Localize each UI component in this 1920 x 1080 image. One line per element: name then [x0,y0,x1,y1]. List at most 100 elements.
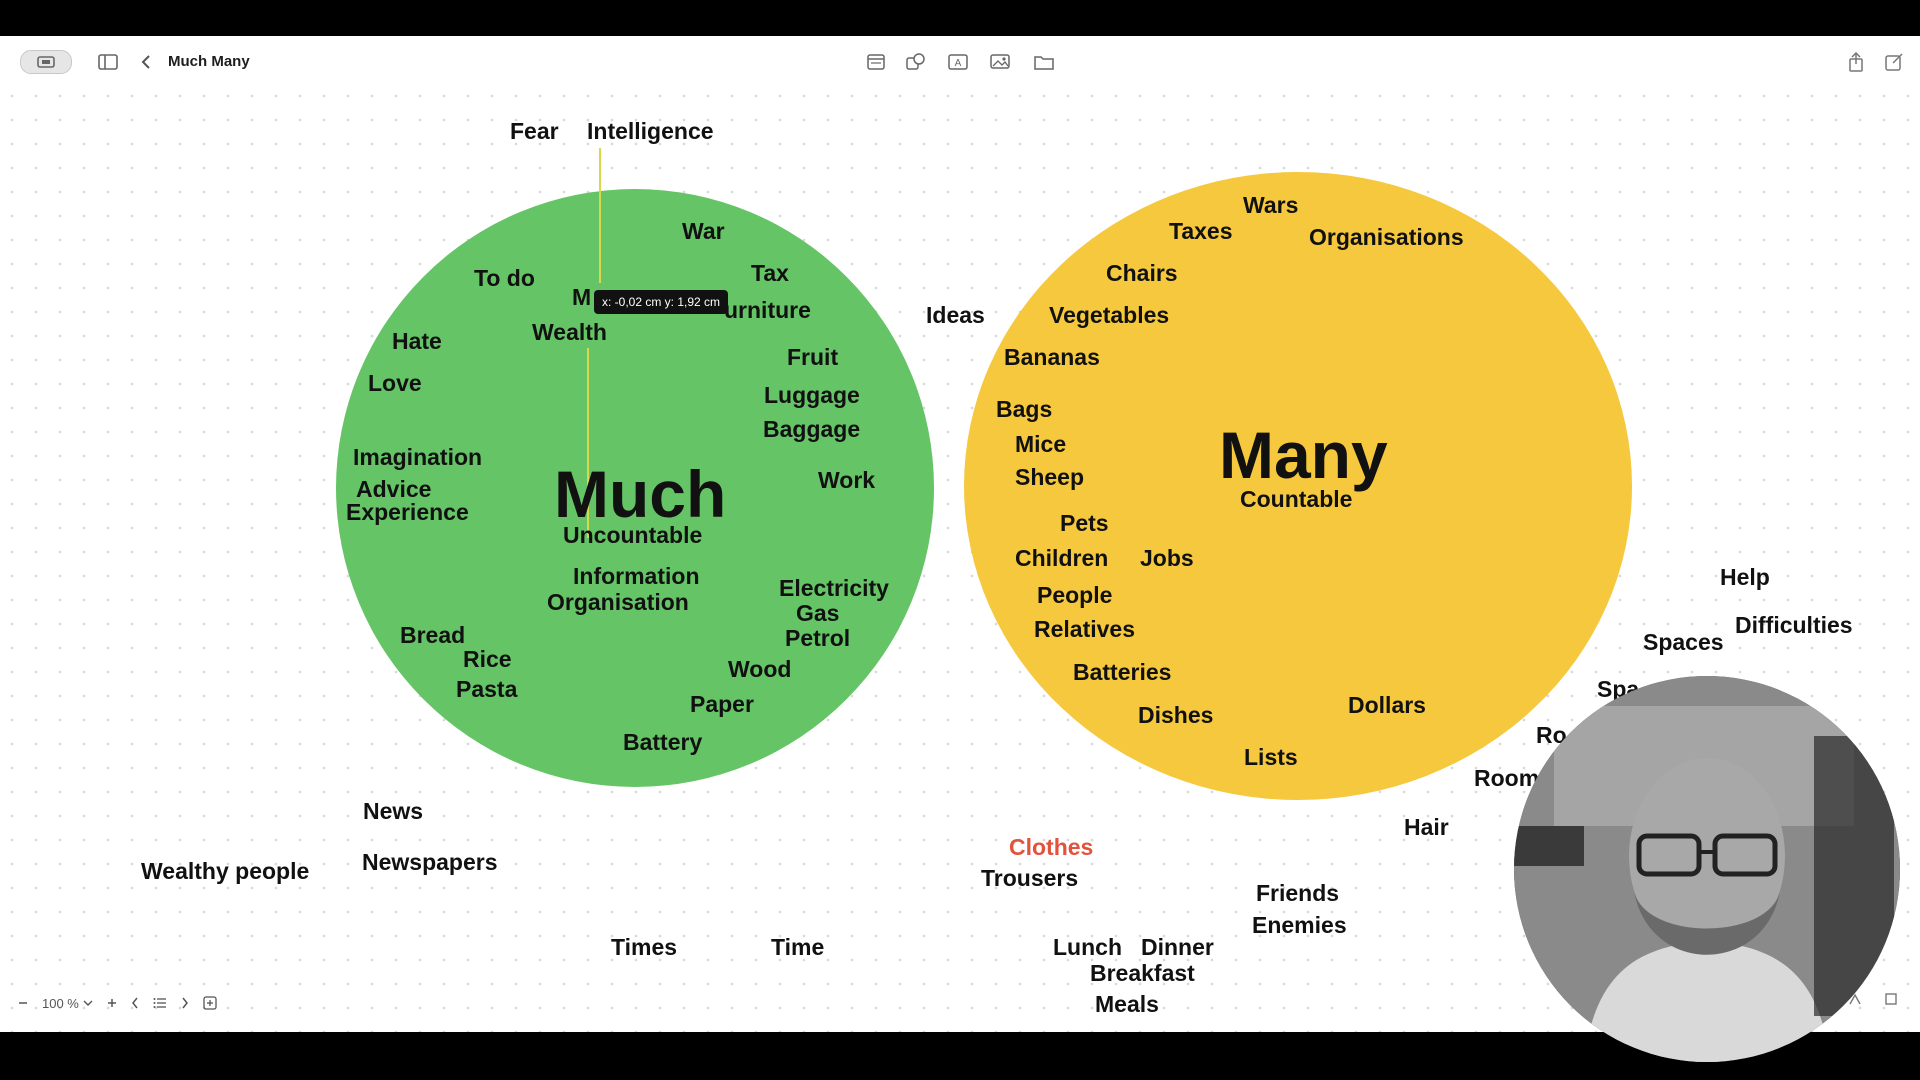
word-paper[interactable]: Paper [690,691,754,717]
zoom-level-select[interactable]: 100 % [42,996,93,1011]
word-electricity[interactable]: Electricity [779,575,889,601]
word-fear[interactable]: Fear [510,118,559,144]
fullscreen-button[interactable] [1884,992,1898,1006]
much-subtitle[interactable]: Uncountable [563,522,703,548]
scene-list-button[interactable] [153,997,167,1009]
word-advice[interactable]: Advice [356,476,432,502]
minus-icon [19,1002,27,1004]
word-news[interactable]: News [363,798,424,824]
file-button[interactable] [1032,50,1056,74]
word-bread[interactable]: Bread [400,622,466,648]
new-board-button[interactable] [1882,50,1906,74]
many-title[interactable]: Many [1219,418,1388,492]
back-button[interactable] [136,50,156,74]
add-scene-button[interactable] [203,996,217,1010]
word-meals[interactable]: Meals [1095,991,1159,1017]
media-button[interactable] [988,50,1014,74]
much-circle[interactable] [336,189,934,787]
folder-icon [1034,56,1054,70]
word-love[interactable]: Love [368,370,422,396]
word-sheep[interactable]: Sheep [1015,464,1085,490]
plus-icon [107,999,116,1007]
word-room-partial[interactable]: Room [1474,765,1540,791]
word-work[interactable]: Work [818,467,876,493]
word-pets[interactable]: Pets [1060,510,1109,536]
word-people[interactable]: People [1037,582,1113,608]
word-ro-partial[interactable]: Ro [1536,722,1567,748]
word-friends[interactable]: Friends [1256,880,1340,906]
word-times[interactable]: Times [611,934,678,960]
word-batteries[interactable]: Batteries [1073,659,1172,685]
many-circle[interactable] [964,172,1632,800]
word-difficulties[interactable]: Difficulties [1735,612,1853,638]
view-toggle-button[interactable] [20,50,72,74]
square-icon [1885,993,1897,1005]
word-tax[interactable]: Tax [751,260,789,286]
word-breakfast[interactable]: Breakfast [1090,960,1195,986]
word-clothes[interactable]: Clothes [1009,834,1094,860]
image-icon [990,54,1010,69]
accessibility-button[interactable] [1848,992,1862,1006]
word-intelligence[interactable]: Intelligence [587,118,714,144]
word-newspapers[interactable]: Newspapers [362,849,498,875]
word-imagination[interactable]: Imagination [353,444,483,470]
word-war[interactable]: War [682,218,725,244]
word-bananas[interactable]: Bananas [1004,344,1100,370]
word-time[interactable]: Time [771,934,825,960]
share-button[interactable] [1844,50,1868,74]
word-organisation[interactable]: Organisation [547,589,689,615]
position-tooltip: x: -0,02 cm y: 1,92 cm [594,290,729,314]
list-icon [153,998,166,1008]
word-dollars[interactable]: Dollars [1348,692,1426,718]
word-petrol[interactable]: Petrol [785,625,851,651]
word-chairs[interactable]: Chairs [1106,260,1178,286]
text-box-button[interactable]: A [946,50,970,74]
zoom-in-button[interactable] [107,998,117,1008]
word-wealth[interactable]: Wealth [532,319,607,345]
word-experience[interactable]: Experience [346,499,469,525]
zoom-out-button[interactable] [18,998,28,1008]
word-bags[interactable]: Bags [996,396,1053,422]
word-mice[interactable]: Mice [1015,431,1067,457]
word-lunch[interactable]: Lunch [1053,934,1122,960]
word-furniture[interactable]: urniture [724,297,811,323]
word-taxes[interactable]: Taxes [1169,218,1233,244]
word-trousers[interactable]: Trousers [981,865,1079,891]
word-dishes[interactable]: Dishes [1138,702,1214,728]
shapes-button[interactable] [904,50,928,74]
next-scene-button[interactable] [181,997,189,1009]
word-children[interactable]: Children [1015,545,1109,571]
word-battery[interactable]: Battery [623,729,703,755]
word-gas[interactable]: Gas [796,600,840,626]
word-luggage[interactable]: Luggage [764,382,860,408]
word-wars[interactable]: Wars [1243,192,1299,218]
word-information[interactable]: Information [573,563,700,589]
word-spaces[interactable]: Spaces [1643,629,1724,655]
document-title: Much Many [168,53,250,70]
chevron-left-icon [141,55,150,69]
word-to-do[interactable]: To do [474,265,535,291]
many-subtitle[interactable]: Countable [1240,486,1353,512]
word-organisations[interactable]: Organisations [1309,224,1464,250]
word-lists[interactable]: Lists [1244,744,1298,770]
sticky-note-button[interactable] [864,50,888,74]
word-baggage[interactable]: Baggage [763,416,861,442]
word-dinner[interactable]: Dinner [1141,934,1214,960]
word-pasta[interactable]: Pasta [456,676,518,702]
word-rice[interactable]: Rice [463,646,512,672]
word-enemies[interactable]: Enemies [1252,912,1347,938]
word-wood[interactable]: Wood [728,656,792,682]
word-jobs[interactable]: Jobs [1140,545,1194,571]
word-ideas[interactable]: Ideas [926,302,985,328]
word-fruit[interactable]: Fruit [787,344,839,370]
sidebar-toggle-button[interactable] [96,50,120,74]
word-wealthy-people[interactable]: Wealthy people [141,858,310,884]
word-hate[interactable]: Hate [392,328,442,354]
previous-scene-button[interactable] [131,997,139,1009]
word-hair[interactable]: Hair [1404,814,1449,840]
word-partial-m[interactable]: M [572,284,592,310]
word-help[interactable]: Help [1720,564,1770,590]
word-vegetables[interactable]: Vegetables [1049,302,1170,328]
word-relatives[interactable]: Relatives [1034,616,1136,642]
much-title[interactable]: Much [554,457,727,531]
